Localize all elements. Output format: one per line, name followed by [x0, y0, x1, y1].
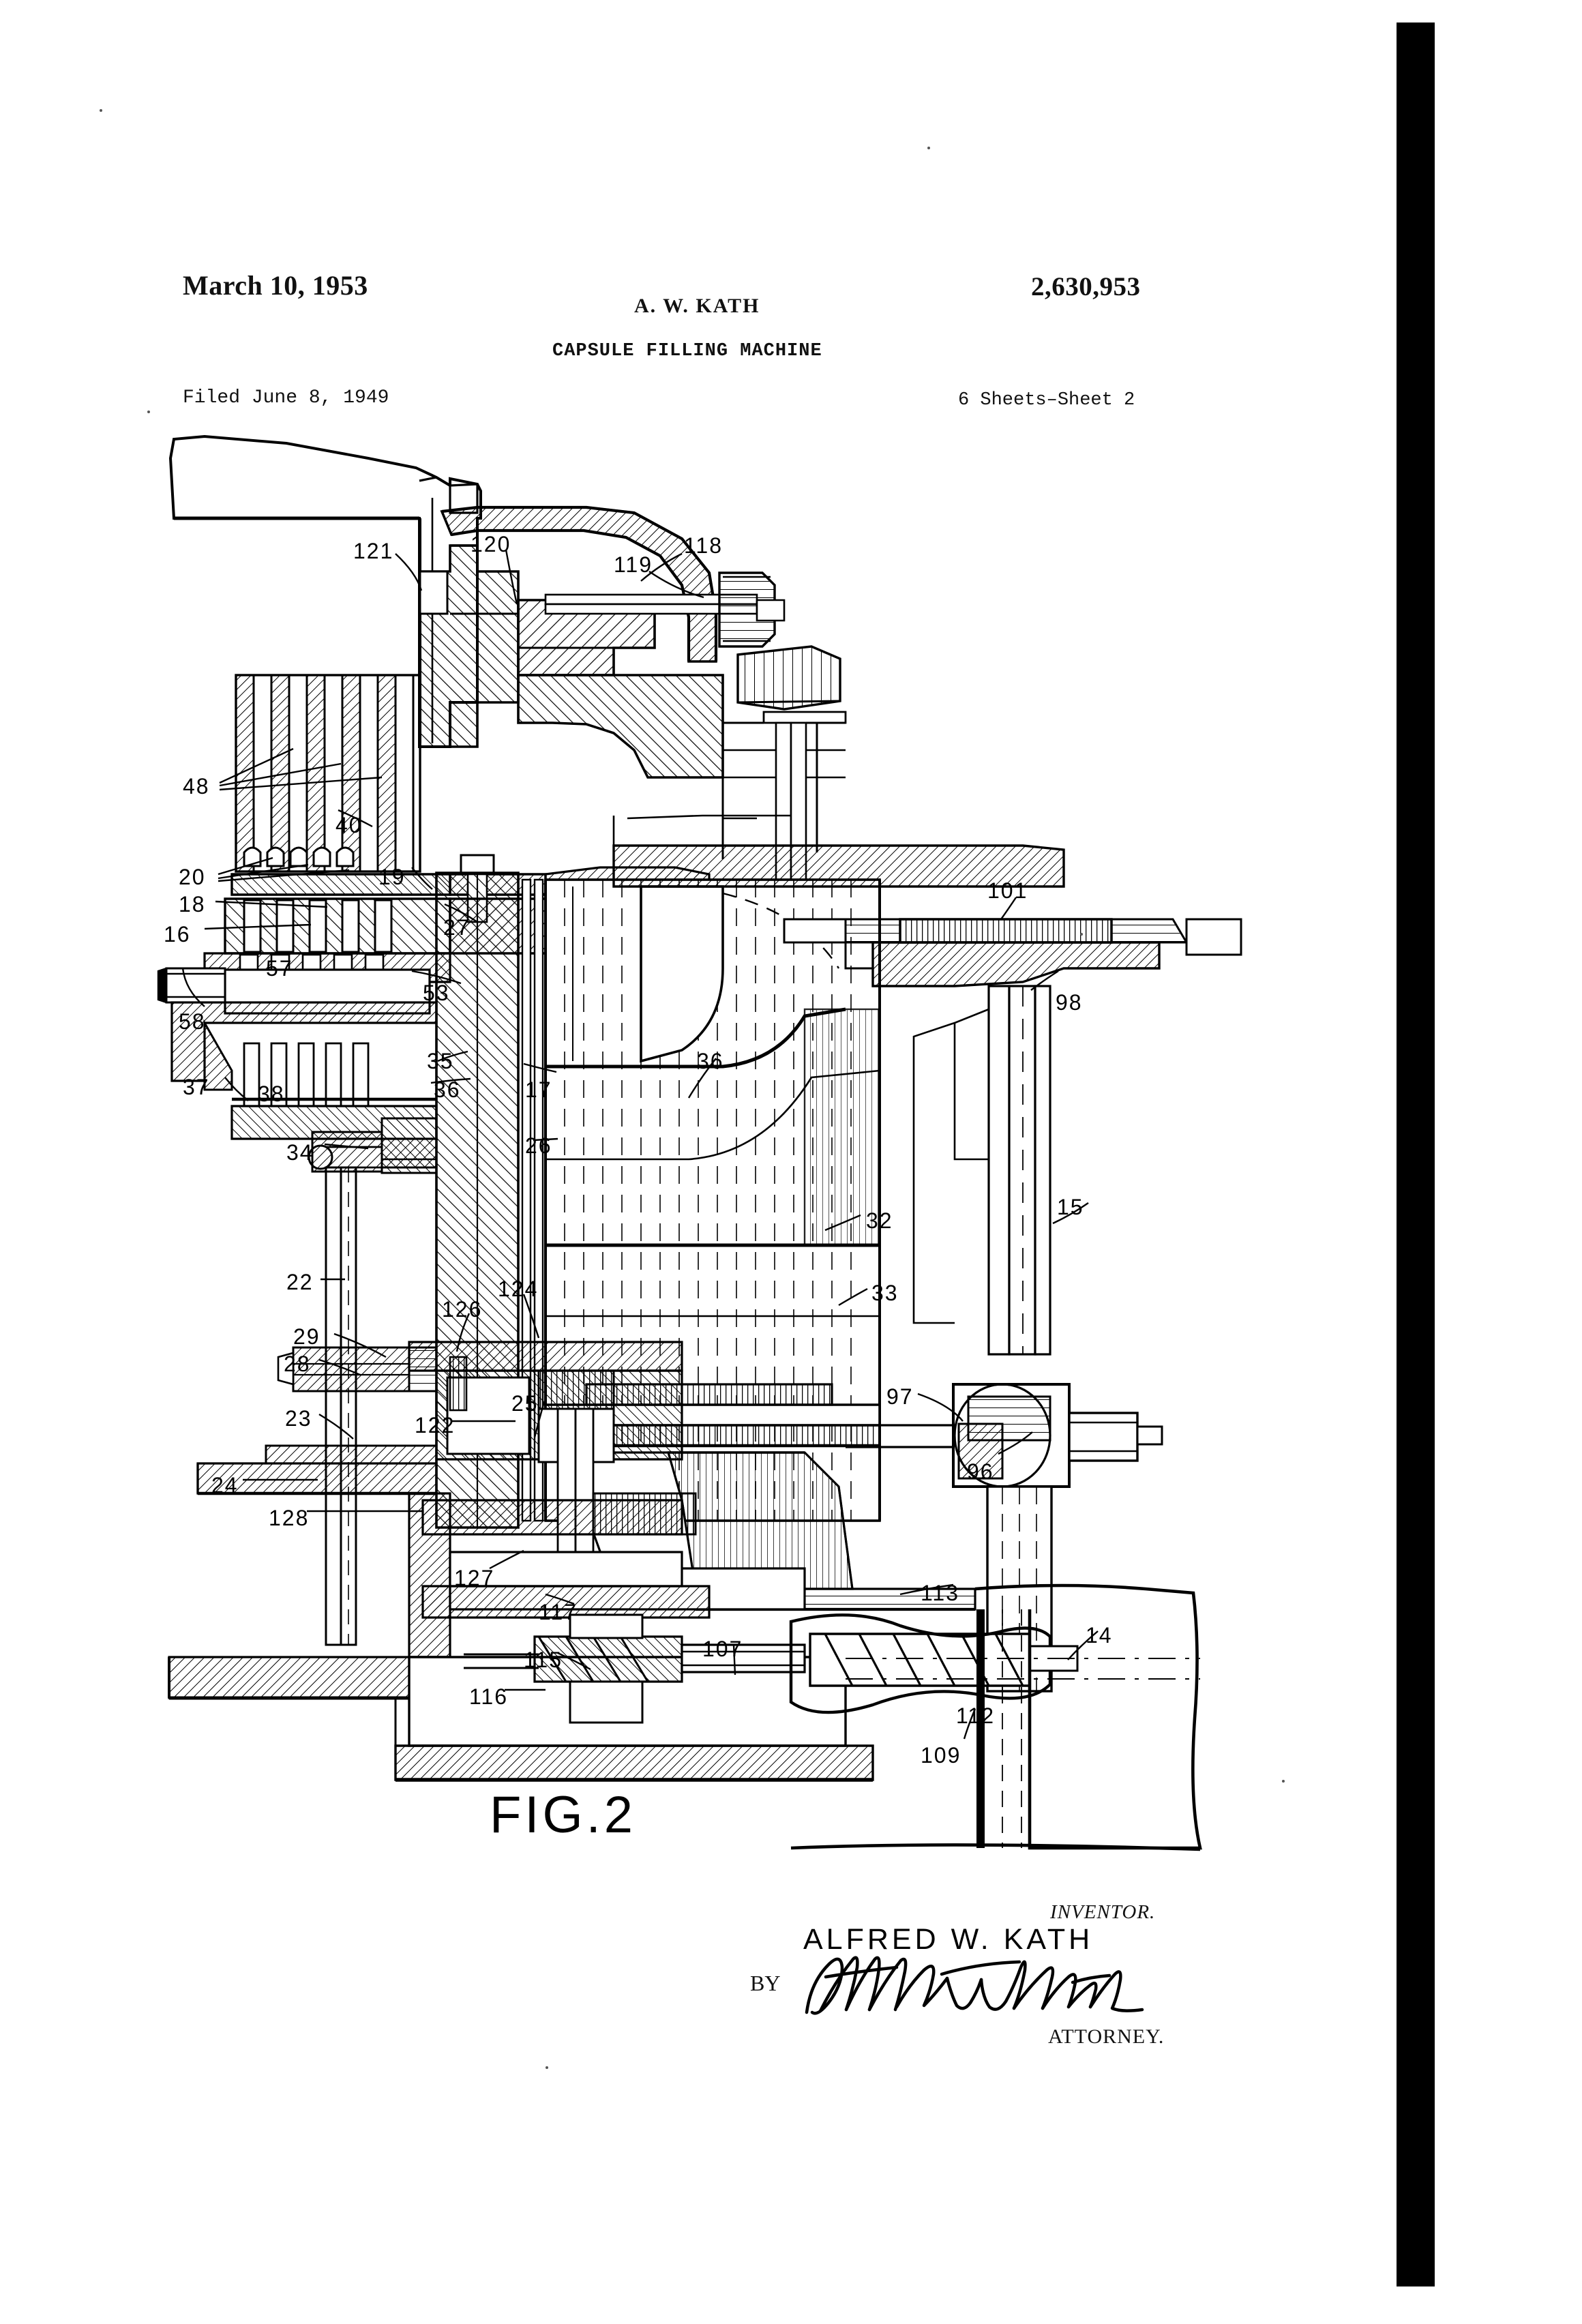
- by-label: BY: [750, 1971, 781, 1995]
- reference-numeral-121: 121: [353, 539, 394, 563]
- scan-speckle: [100, 109, 102, 112]
- reference-numeral-58: 58: [179, 1009, 206, 1034]
- reference-numeral-128: 128: [269, 1506, 310, 1530]
- reference-numeral-101: 101: [987, 878, 1028, 903]
- figure-label: FIG.2: [490, 1786, 637, 1844]
- reference-numeral-27: 27: [443, 915, 471, 940]
- attorney-caption: ATTORNEY.: [1048, 2025, 1165, 2048]
- reference-numeral-48: 48: [183, 774, 210, 799]
- filing-date: Filed June 8, 1949: [183, 387, 389, 408]
- reference-numeral-118: 118: [684, 533, 723, 558]
- reference-numeral-33: 33: [871, 1281, 899, 1305]
- reference-numeral-16: 16: [164, 922, 191, 947]
- reference-numeral-34: 34: [286, 1140, 314, 1165]
- reference-numeral-53: 53: [423, 981, 450, 1005]
- reference-numeral-116: 116: [469, 1684, 509, 1709]
- scan-speckle: [927, 147, 930, 149]
- reference-numeral-23: 23: [285, 1406, 312, 1431]
- reference-numeral-107: 107: [702, 1637, 743, 1661]
- reference-numeral-19: 19: [378, 865, 406, 889]
- reference-numeral-112: 112: [956, 1703, 996, 1728]
- scan-edge-bar: [1397, 23, 1435, 2286]
- reference-numeral-126: 126: [442, 1297, 483, 1322]
- reference-numeral-115: 115: [524, 1648, 563, 1672]
- reference-numeral-20: 20: [179, 865, 206, 889]
- scan-speckle: [147, 411, 150, 413]
- patent-title: CAPSULE FILLING MACHINE: [552, 341, 822, 361]
- reference-numeral-14: 14: [1086, 1623, 1113, 1648]
- reference-numeral-35: 35: [427, 1049, 454, 1073]
- reference-numeral-36: 36: [697, 1049, 724, 1073]
- reference-numeral-124: 124: [498, 1277, 539, 1301]
- reference-numeral-17: 17: [525, 1077, 552, 1102]
- reference-numeral-120: 120: [471, 532, 511, 556]
- scan-speckle: [1282, 1780, 1285, 1783]
- reference-numeral-15: 15: [1057, 1195, 1084, 1219]
- reference-numeral-32: 32: [866, 1208, 893, 1233]
- reference-numeral-113: 113: [921, 1581, 960, 1605]
- reference-numeral-40: 40: [335, 813, 363, 837]
- issue-date: March 10, 1953: [183, 270, 368, 301]
- inventor-header: A. W. KATH: [634, 295, 760, 317]
- attorney-signature: [805, 1956, 1144, 2015]
- reference-numeral-38: 38: [258, 1082, 285, 1106]
- reference-numeral-26: 26: [525, 1133, 552, 1158]
- reference-numeral-22: 22: [286, 1270, 314, 1294]
- scan-speckle: [1080, 933, 1083, 936]
- reference-numeral-18: 18: [179, 892, 206, 917]
- inventor-name: ALFRED W. KATH: [803, 1923, 1094, 1956]
- reference-numeral-28: 28: [284, 1352, 311, 1376]
- reference-numeral-57: 57: [266, 956, 293, 981]
- reference-numeral-36: 36: [434, 1077, 461, 1102]
- scan-speckle: [546, 2066, 548, 2069]
- reference-numeral-117: 117: [539, 1600, 578, 1624]
- reference-numeral-24: 24: [211, 1473, 239, 1498]
- reference-numeral-97: 97: [886, 1384, 914, 1409]
- inventor-caption: INVENTOR.: [1050, 1901, 1156, 1923]
- reference-numeral-96: 96: [967, 1459, 994, 1484]
- reference-numeral-25: 25: [511, 1391, 539, 1416]
- reference-numeral-122: 122: [415, 1413, 456, 1437]
- reference-numeral-29: 29: [293, 1324, 320, 1349]
- patent-number: 2,630,953: [1031, 272, 1141, 301]
- reference-numeral-127: 127: [454, 1566, 495, 1590]
- reference-numeral-37: 37: [183, 1075, 210, 1099]
- reference-numeral-119: 119: [614, 552, 653, 577]
- reference-numeral-109: 109: [921, 1743, 961, 1768]
- sheet-count: 6 Sheets–Sheet 2: [958, 390, 1135, 411]
- reference-numeral-98: 98: [1056, 990, 1083, 1015]
